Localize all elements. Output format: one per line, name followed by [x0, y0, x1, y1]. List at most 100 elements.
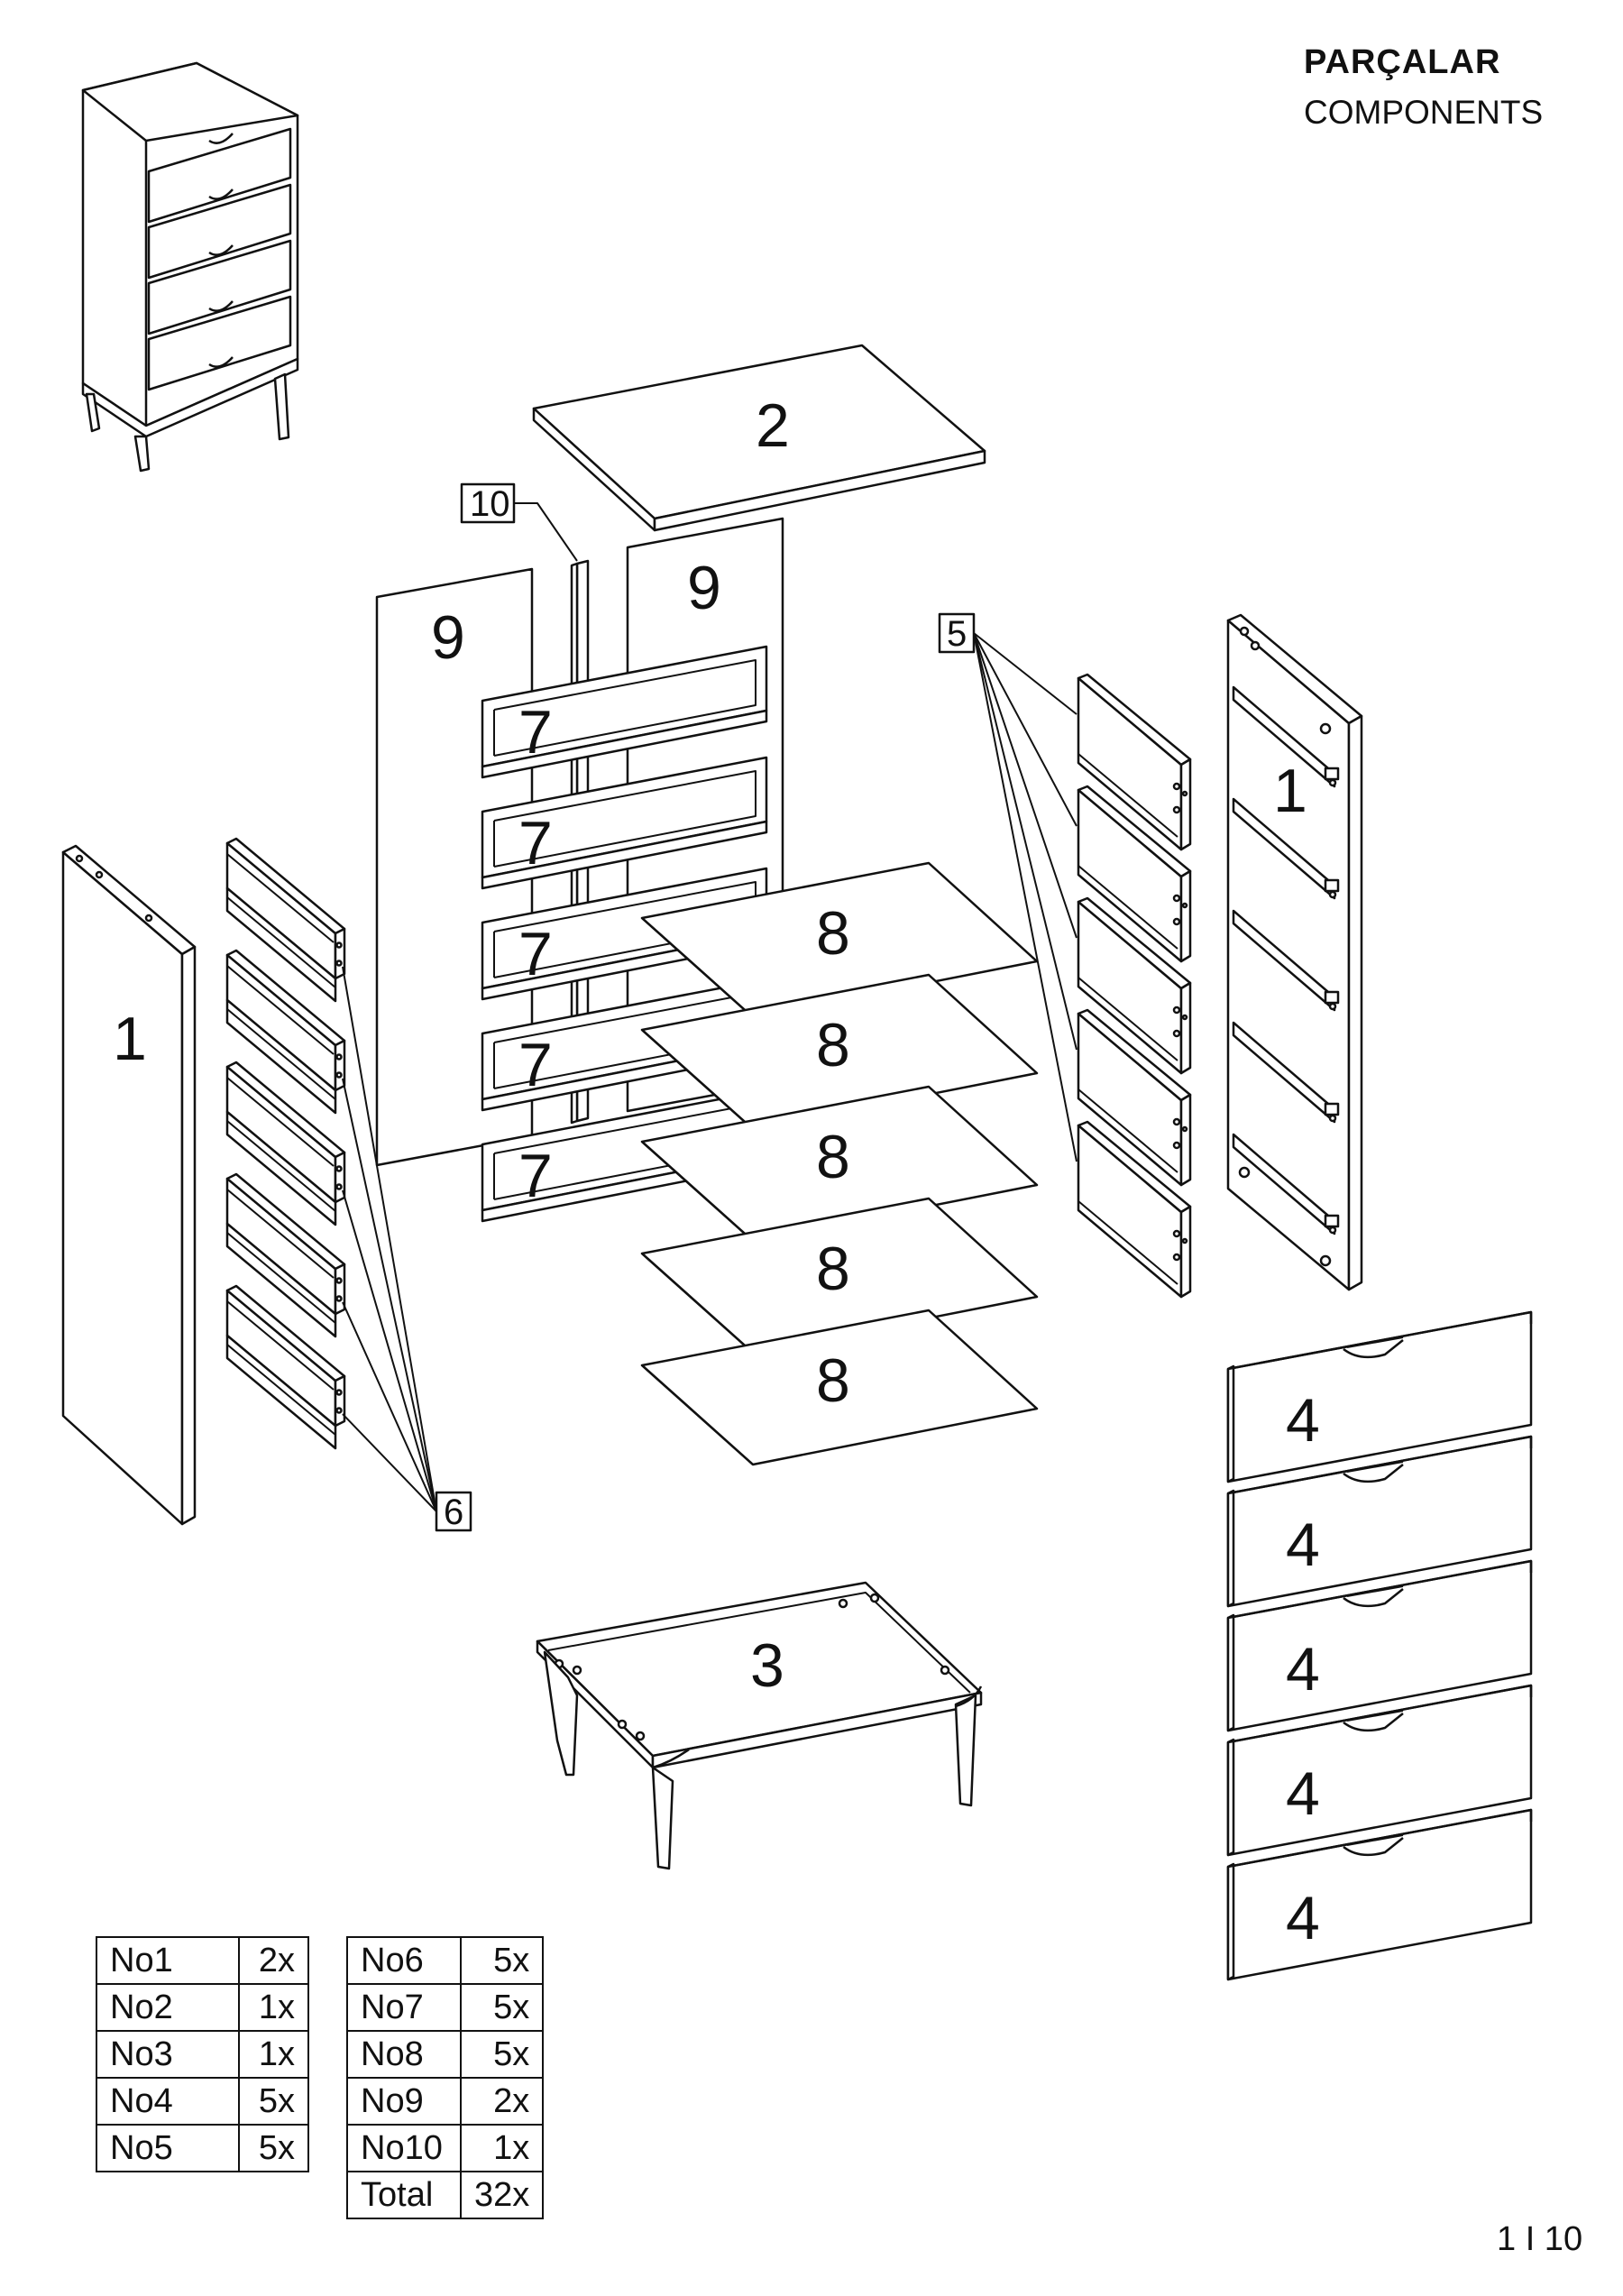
- part-name-cell: No6: [346, 1936, 462, 1985]
- part-qty-cell: 5x: [459, 1936, 545, 1985]
- drawer-side-left-inner-5: [225, 1334, 337, 1450]
- callout-6-label: 6: [444, 1492, 463, 1532]
- drawer-front-3: 4: [1226, 1559, 1533, 1732]
- label-part-4-3: 4: [1286, 1635, 1320, 1704]
- part-6-drawer-sides: [225, 837, 346, 1450]
- part-1-side-panel-left: 1: [61, 844, 197, 1526]
- part-5-drawer-sides: [1077, 673, 1192, 1299]
- drawer-side-left-inner-2: [225, 998, 337, 1115]
- drawer-side-left-1: [225, 837, 346, 980]
- drawer-front-2: 4: [1226, 1435, 1533, 1608]
- label-part-8-2: 8: [816, 1011, 850, 1079]
- title-english: COMPONENTS: [1304, 94, 1544, 131]
- page-number: 1 I 10: [1497, 2220, 1583, 2258]
- part-2-top-panel: 2: [532, 344, 986, 532]
- callout-part-5: 5: [938, 612, 1077, 1162]
- drawer-bottom-1: 8: [640, 861, 1039, 1019]
- label-part-7-2: 7: [518, 809, 553, 877]
- drawer-side-right-4: [1077, 1008, 1192, 1187]
- drawer-runners: [1232, 685, 1340, 1235]
- callout-10-label: 10: [470, 484, 510, 524]
- drawer-front-1: 4: [1226, 1310, 1533, 1483]
- part-name-cell: No2: [96, 1983, 240, 2032]
- callout-part-6: 6: [342, 966, 472, 1532]
- label-part-9-left: 9: [431, 603, 465, 672]
- part-name-cell: No7: [346, 1983, 462, 2032]
- callout-part-10: 10: [460, 482, 578, 562]
- drawer-side-left-5: [225, 1284, 346, 1428]
- title-turkish: PARÇALAR: [1304, 43, 1501, 81]
- drawer-side-left-2: [225, 949, 346, 1092]
- label-part-8-4: 8: [816, 1235, 850, 1303]
- drawer-side-right-5: [1077, 1120, 1192, 1299]
- label-part-2: 2: [756, 391, 790, 460]
- label-part-4-4: 4: [1286, 1759, 1320, 1828]
- label-part-7-3: 7: [518, 920, 553, 988]
- part-name-cell: No8: [346, 2030, 462, 2079]
- part-name-cell: No3: [96, 2030, 240, 2079]
- part-qty-cell: 1x: [238, 1983, 309, 2032]
- label-part-7-1: 7: [518, 698, 553, 767]
- part-name-cell: No9: [346, 2077, 462, 2126]
- part-qty-cell: 2x: [459, 2077, 545, 2126]
- drawer-side-left-inner-1: [225, 886, 337, 1003]
- part-name-cell: No1: [96, 1936, 240, 1985]
- drawer-bottom-2: 8: [640, 973, 1039, 1131]
- drawer-bottom-4: 8: [640, 1197, 1039, 1355]
- part-8-drawer-bottoms: 8 8 8 8 8: [640, 861, 1039, 1466]
- drawer-side-left-inner-3: [225, 1110, 337, 1226]
- part-name-cell: No5: [96, 2124, 240, 2172]
- label-part-8-1: 8: [816, 899, 850, 968]
- part-qty-cell: 5x: [238, 2124, 309, 2172]
- label-part-8-5: 8: [816, 1346, 850, 1415]
- part-qty-cell: 5x: [459, 1983, 545, 2032]
- drawer-side-left-4: [225, 1172, 346, 1316]
- drawer-side-right-1: [1077, 673, 1192, 851]
- label-part-1-left: 1: [113, 1005, 147, 1073]
- drawer-side-right-2: [1077, 785, 1192, 963]
- drawer-side-left-inner-4: [225, 1222, 337, 1338]
- callout-5-label: 5: [947, 614, 967, 654]
- label-part-9-right: 9: [687, 554, 721, 622]
- part-4-drawer-fronts: 4 4 4 4 4: [1226, 1310, 1533, 1981]
- part-1-side-panel-right: 1: [1226, 613, 1363, 1291]
- drawer-front-5: 4: [1226, 1808, 1533, 1981]
- part-qty-cell: 5x: [238, 2077, 309, 2126]
- drawer-bottom-3: 8: [640, 1085, 1039, 1243]
- drawer-front-4: 4: [1226, 1684, 1533, 1857]
- part-name-cell: No10: [346, 2124, 462, 2172]
- drawer-bottom-5: 8: [640, 1309, 1039, 1466]
- part-qty-cell: 2x: [238, 1936, 309, 1985]
- drawer-side-right-3: [1077, 896, 1192, 1075]
- drawer-back-2: 7: [481, 756, 768, 890]
- part-qty-cell: 1x: [238, 2030, 309, 2079]
- label-part-4-2: 4: [1286, 1511, 1320, 1579]
- label-part-4-5: 4: [1286, 1884, 1320, 1952]
- part-name-cell: No4: [96, 2077, 240, 2126]
- label-part-1-right: 1: [1273, 757, 1307, 825]
- part-name-cell: Total: [346, 2171, 462, 2219]
- assembled-cabinet-illustration: [81, 61, 299, 473]
- part-qty-cell: 5x: [459, 2030, 545, 2079]
- label-part-8-3: 8: [816, 1123, 850, 1191]
- part-qty-cell: 1x: [459, 2124, 545, 2172]
- drawer-side-left-3: [225, 1061, 346, 1204]
- label-part-7-4: 7: [518, 1031, 553, 1099]
- part-qty-cell: 32x: [459, 2171, 545, 2219]
